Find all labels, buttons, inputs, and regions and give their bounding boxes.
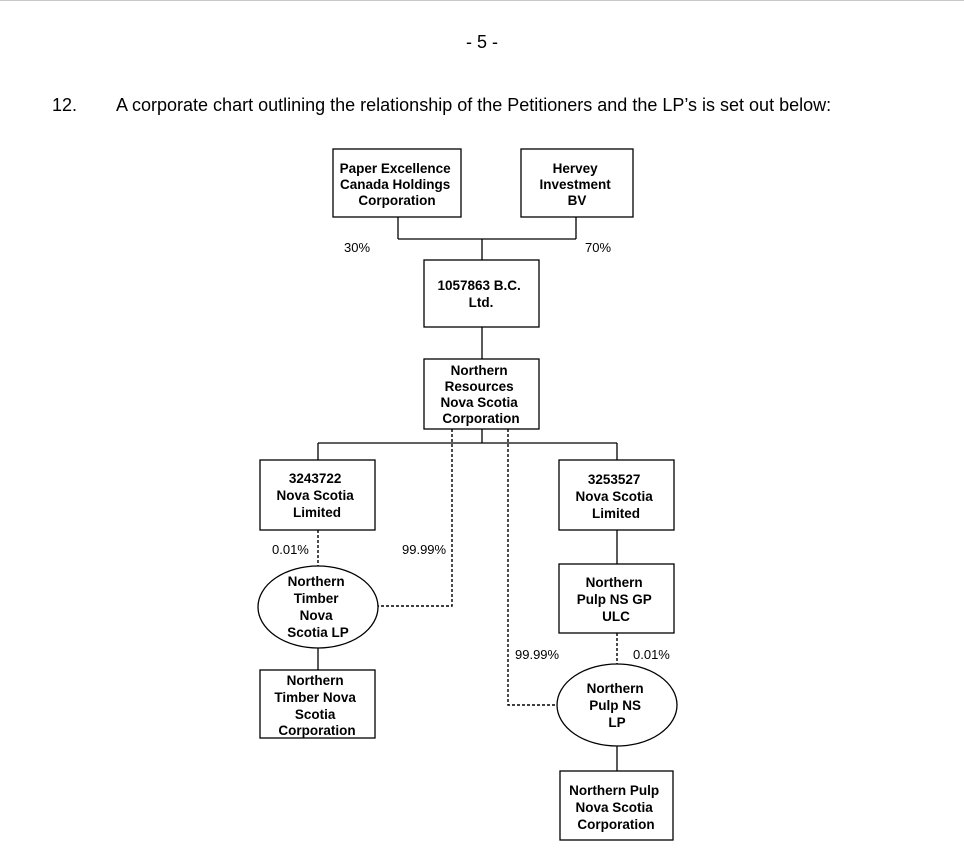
box-1057863-bc-ltd [423, 259, 540, 328]
label-northern-resources: Northern Resources Nova Scotia Corporati… [440, 363, 521, 426]
box-northern-pulp-gp [558, 563, 675, 634]
label-hervey: Hervey Investment BV [539, 161, 614, 208]
pct-hervey: 70% [585, 240, 611, 255]
pct-timber-gp: 0.01% [272, 542, 309, 557]
label-1057863-bc-ltd: 1057863 B.C. Ltd. [437, 278, 524, 310]
ellipse-northern-timber-lp [257, 565, 379, 649]
box-northern-timber-corp [259, 669, 376, 739]
pct-pulp-lp: 99.99% [515, 647, 560, 662]
pct-pulp-gp: 0.01% [633, 647, 670, 662]
label-3253527: 3253527 Nova Scotia Limited [575, 472, 656, 521]
label-northern-timber-corp: Northern Timber Nova Scotia Corporation [274, 673, 359, 738]
box-3253527 [558, 459, 675, 531]
paragraph-number: 12. [52, 95, 78, 115]
label-northern-timber-lp: Northern Timber Nova Scotia LP [287, 574, 349, 640]
paragraph-text: A corporate chart outlining the relation… [116, 95, 832, 115]
top-rule [0, 0, 964, 1]
box-paper-excellence [332, 148, 462, 218]
box-northern-pulp-corp [559, 770, 674, 841]
pct-paper-excellence: 30% [344, 240, 370, 255]
ellipse-northern-pulp-lp [556, 663, 678, 747]
dashed-link-timber-lp [377, 429, 453, 607]
label-paper-excellence: Paper Excellence Canada Holdings Corpora… [340, 161, 455, 208]
box-northern-resources [423, 358, 540, 430]
page-number: - 5 - [465, 32, 498, 52]
pct-timber-lp: 99.99% [402, 542, 447, 557]
label-northern-pulp-lp: Northern Pulp NS LP [587, 681, 648, 730]
label-northern-pulp-corp: Northern Pulp Nova Scotia Corporation [569, 783, 663, 832]
dashed-link-pulp-lp [507, 429, 559, 706]
label-northern-pulp-gp: Northern Pulp NS GP ULC [577, 575, 656, 624]
label-3243722: 3243722 Nova Scotia Limited [276, 471, 357, 520]
box-3243722 [259, 459, 376, 531]
box-hervey [520, 148, 634, 218]
